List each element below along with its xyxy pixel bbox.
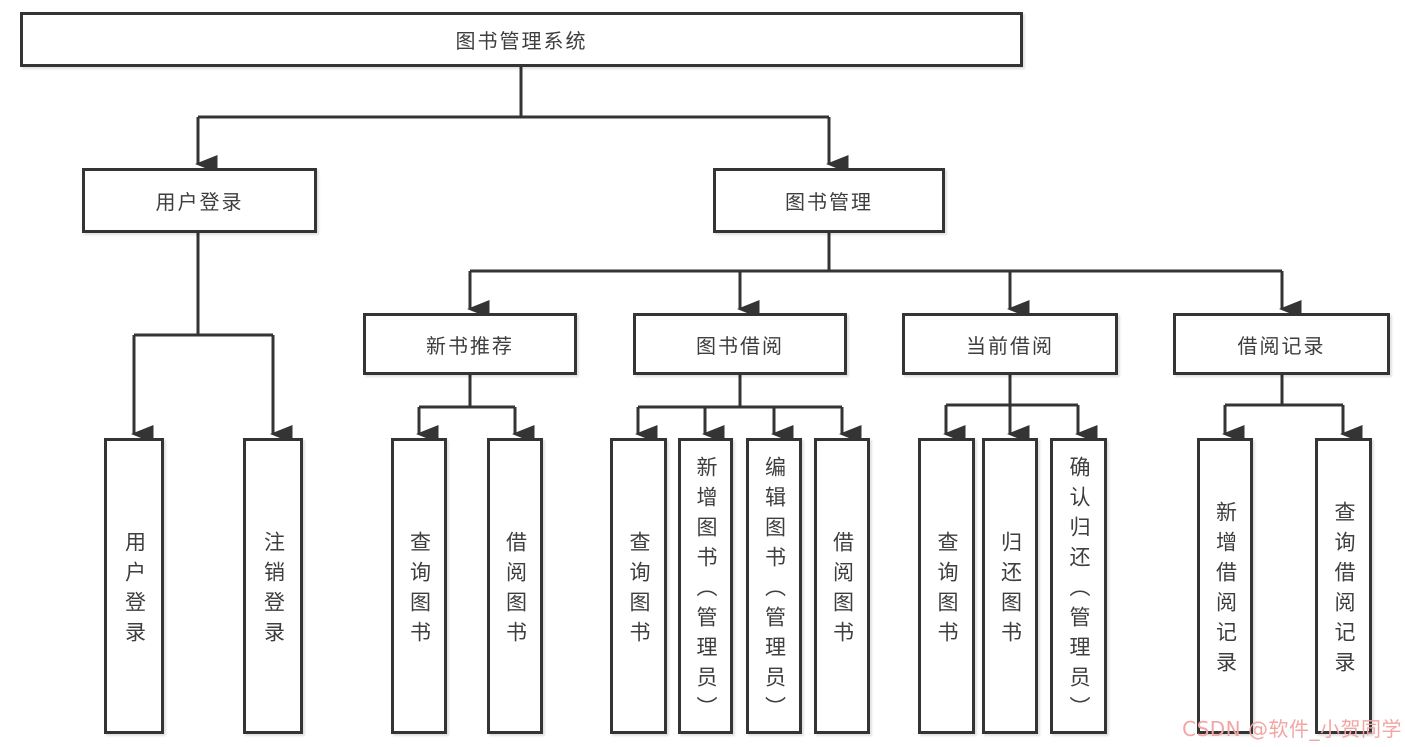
leaf-borrow-books-recommend: 借阅图书: [487, 438, 543, 734]
leaf-label: 借阅图书: [830, 530, 855, 651]
node-book-management: 图书管理: [713, 168, 945, 233]
leaf-label: 新增图书（管理员）: [694, 455, 718, 726]
node-book-borrowing: 图书借阅: [633, 313, 847, 375]
leaf-label: 用户登录: [122, 530, 147, 651]
node-borrow-records: 借阅记录: [1173, 313, 1390, 375]
node-new-book-recommend: 新书推荐: [363, 313, 577, 375]
leaf-label: 确认归还（管理员）: [1067, 455, 1091, 726]
node-current-borrowing: 当前借阅: [902, 313, 1118, 375]
node-library-system: 图书管理系统: [20, 12, 1023, 67]
leaf-label: 编辑图书（管理员）: [762, 455, 787, 726]
leaf-query-books-current: 查询图书: [918, 438, 975, 734]
leaf-query-books-recommend: 查询图书: [391, 438, 447, 734]
leaf-label: 查询图书: [627, 530, 651, 651]
leaf-label: 归还图书: [998, 530, 1023, 651]
leaf-label: 查询图书: [935, 530, 959, 651]
leaf-add-books-admin: 新增图书（管理员）: [678, 438, 733, 734]
leaf-label: 查询图书: [407, 530, 432, 651]
leaf-edit-books-admin: 编辑图书（管理员）: [746, 438, 802, 734]
node-user-login: 用户登录: [82, 168, 317, 233]
leaf-return-books: 归还图书: [982, 438, 1038, 734]
leaf-label: 注销登录: [261, 530, 286, 651]
leaf-label: 借阅图书: [503, 530, 528, 651]
leaf-query-borrow-record: 查询借阅记录: [1315, 438, 1372, 734]
leaf-label: 查询借阅记录: [1332, 500, 1356, 681]
leaf-logout: 注销登录: [243, 438, 303, 734]
leaf-add-borrow-record: 新增借阅记录: [1197, 438, 1253, 734]
leaf-user-login: 用户登录: [104, 438, 164, 734]
leaf-query-books-borrowing: 查询图书: [610, 438, 667, 734]
leaf-label: 新增借阅记录: [1213, 500, 1238, 681]
leaf-borrow-books: 借阅图书: [814, 438, 870, 734]
leaf-confirm-return-admin: 确认归还（管理员）: [1050, 438, 1107, 734]
